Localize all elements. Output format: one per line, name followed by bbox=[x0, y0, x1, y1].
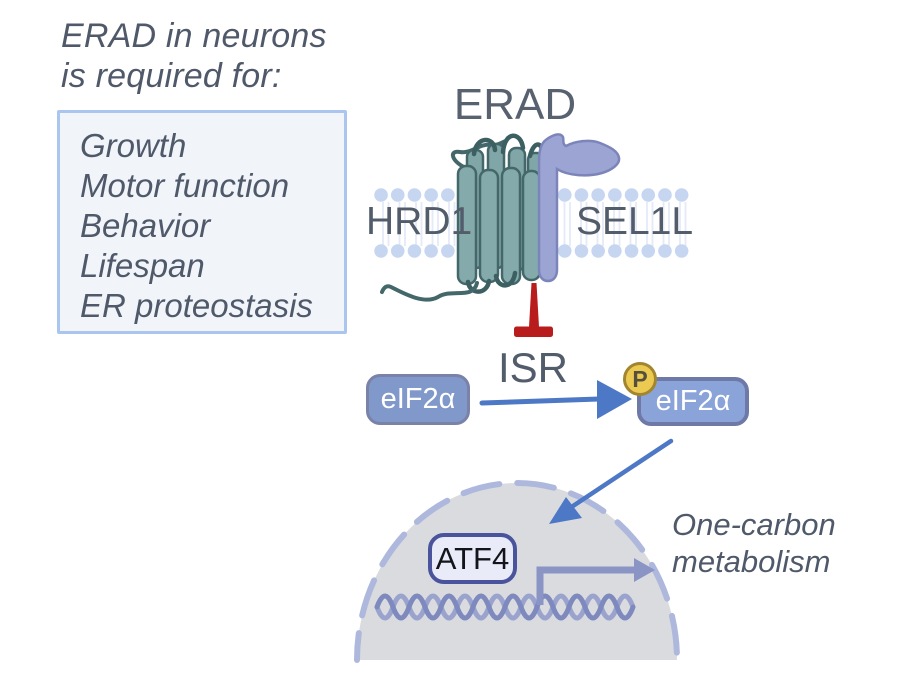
eif2a-label: eIF2α bbox=[380, 383, 456, 415]
dna-helix-icon bbox=[374, 593, 636, 621]
hrd1-protein-icon bbox=[380, 133, 546, 302]
atf4-node: ATF4 bbox=[428, 533, 517, 584]
sel1l-label: SEL1L bbox=[576, 200, 694, 243]
outcome-label-line1: One-carbon bbox=[672, 507, 836, 542]
figure-title: ERAD in neurons is required for: bbox=[61, 16, 327, 96]
erad-label: ERAD bbox=[453, 80, 577, 129]
required-for-item: Growth bbox=[80, 127, 187, 164]
figure-title-line1: ERAD in neurons bbox=[61, 17, 327, 55]
hrd1-label: HRD1 bbox=[366, 200, 473, 243]
eif2a-phosphorylated-node: eIF2α bbox=[637, 377, 749, 426]
eif2a-phosphorylated-label: eIF2α bbox=[655, 385, 731, 417]
eif2a-node: eIF2α bbox=[366, 374, 470, 425]
outcome-label-line2: metabolism bbox=[672, 544, 831, 579]
required-for-item: Behavior bbox=[80, 207, 211, 244]
atf4-label: ATF4 bbox=[435, 540, 510, 576]
figure-title-line2: is required for: bbox=[61, 57, 282, 95]
nuclear-import-arrow-icon bbox=[549, 438, 674, 524]
sel1l-protein-icon bbox=[537, 133, 621, 283]
required-for-item: Lifespan bbox=[80, 247, 205, 284]
phosphate-badge: P bbox=[623, 362, 657, 396]
required-for-list-box: Growth Motor function Behavior Lifespan … bbox=[57, 110, 347, 334]
outcome-label: One-carbon metabolism bbox=[672, 506, 836, 580]
phosphate-label: P bbox=[632, 365, 648, 392]
phosphorylation-arrow-icon bbox=[479, 380, 632, 419]
isr-label: ISR bbox=[497, 344, 568, 391]
transcription-arrow-icon bbox=[536, 558, 655, 605]
inhibition-tbar-icon bbox=[514, 283, 553, 337]
required-for-item: Motor function bbox=[80, 167, 290, 204]
required-for-item: ER proteostasis bbox=[80, 287, 313, 324]
